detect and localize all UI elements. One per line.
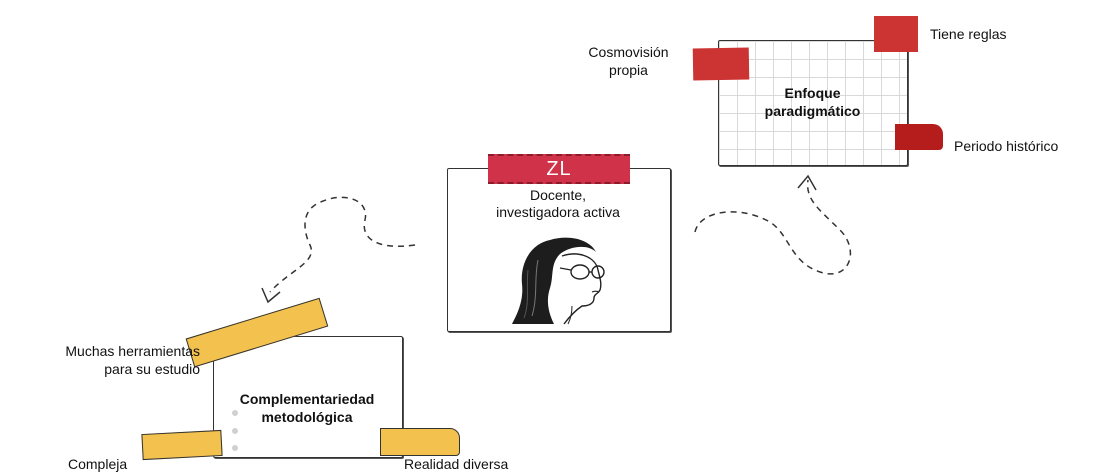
dashed-arrow-left <box>269 196 416 293</box>
dashed-arrow-right <box>694 179 851 275</box>
compleja-label: Compleja <box>68 456 128 472</box>
complementariedad-card <box>213 336 403 458</box>
periodo-historico-tag <box>895 124 943 150</box>
compleja-tape <box>141 429 223 461</box>
initials-text: ZL <box>546 158 572 180</box>
cosmovision-label-line1: Cosmovisión <box>588 44 669 60</box>
complementariedad-title-line1: Complementariedad <box>239 391 375 407</box>
arrowhead-left <box>261 287 281 304</box>
bullet-dot <box>232 445 238 451</box>
realidad-diversa-tape <box>380 428 460 456</box>
role-text: Docente, investigadora activa <box>452 187 664 221</box>
role-line1: Docente, <box>529 187 587 203</box>
enfoque-title: Enfoque paradigmático <box>740 84 885 120</box>
herramientas-label: Muchas herramientas para su estudio <box>10 342 200 378</box>
enfoque-paradigmatico-card <box>718 40 908 166</box>
bullet-dot <box>232 428 238 434</box>
complementariedad-title-line2: metodológica <box>261 409 353 425</box>
initials-banner <box>488 154 630 184</box>
realidad-diversa-label: Realidad diversa <box>404 456 509 472</box>
cosmovision-label: Cosmovisión propia <box>566 43 691 79</box>
role-line2: investigadora activa <box>496 204 620 220</box>
cosmovision-tag <box>692 47 750 81</box>
herramientas-label-line2: para su estudio <box>104 361 200 377</box>
enfoque-title-line2: paradigmático <box>764 103 861 119</box>
arrowhead-right <box>797 174 817 191</box>
tiene-reglas-tag <box>874 16 918 52</box>
complementariedad-title: Complementariedad metodológica <box>207 390 407 426</box>
portrait-icon <box>512 237 605 325</box>
periodo-historico-label: Periodo histórico <box>954 138 1059 154</box>
bullet-dot <box>232 410 238 416</box>
tiene-reglas-label: Tiene reglas <box>930 26 1007 42</box>
enfoque-title-line1: Enfoque <box>784 85 841 101</box>
herramientas-label-line1: Muchas herramientas <box>65 343 200 359</box>
cosmovision-label-line2: propia <box>609 62 648 78</box>
